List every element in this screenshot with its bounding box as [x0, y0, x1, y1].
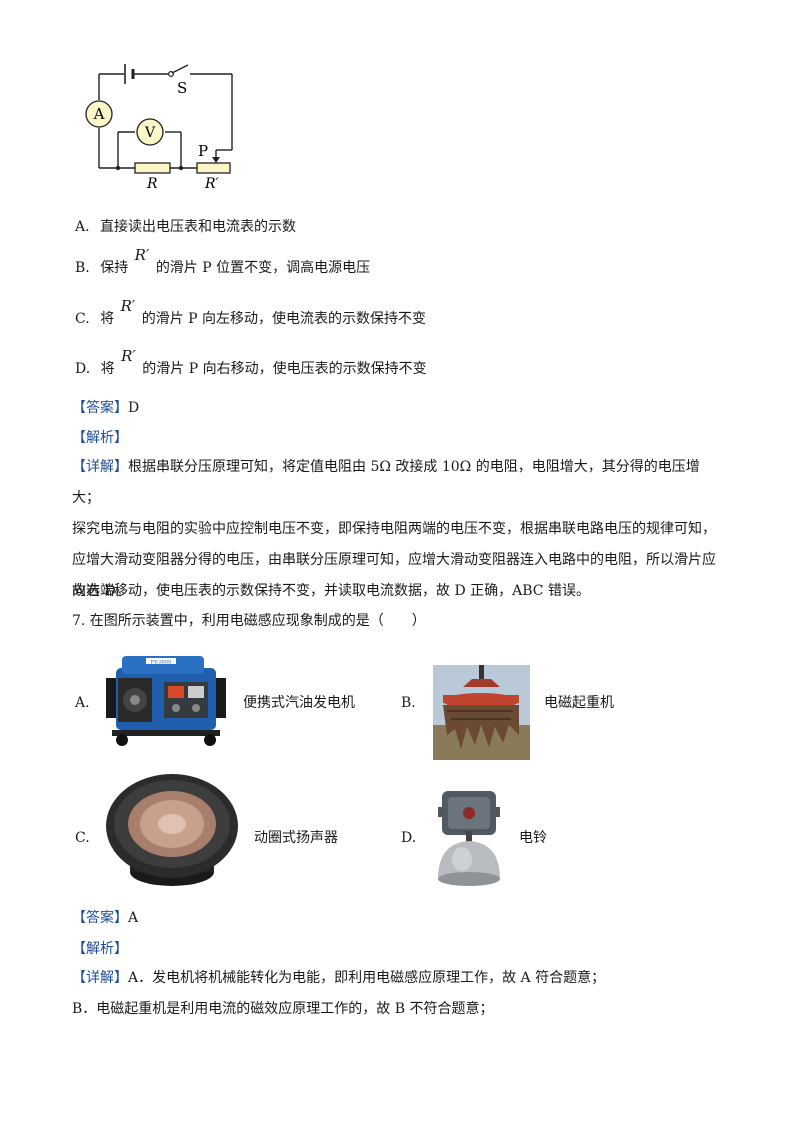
ammeter-label: A — [93, 105, 105, 123]
option-c[interactable]: C. 将 R′ 的滑片 P 向左移动，使电流表的示数保持不变 — [75, 297, 427, 327]
option-b[interactable]: B. 保持 R′ 的滑片 P 位置不变，调高电源电压 — [75, 246, 371, 276]
slider-arrow-icon — [212, 157, 220, 163]
resistor-label: R — [146, 176, 158, 192]
option-a-label: 便携式汽油发电机 — [243, 695, 355, 711]
option-d[interactable]: D. 将 R′ 的滑片 P 向右移动，使电压表的示数保持不变 — [75, 347, 427, 377]
rheostat-symbol: R′ — [120, 297, 136, 315]
switch-label: S — [177, 79, 187, 97]
voltmeter-label: V — [144, 125, 156, 141]
generator-icon: FY-3800 — [106, 656, 226, 746]
option-a[interactable]: A. 直接读出电压表和电流表的示数 — [75, 219, 297, 235]
rheostat-label: R′ — [204, 176, 220, 192]
svg-text:FY-3800: FY-3800 — [151, 660, 172, 666]
answer-line: 【答案】D — [72, 400, 140, 416]
electromagnet-crane-icon — [433, 665, 530, 760]
fixed-resistor — [134, 162, 171, 174]
voltmeter-icon: V — [136, 118, 164, 146]
option-b-label: 电磁起重机 — [544, 695, 614, 711]
circuit-diagram: S A V P R R′ — [85, 64, 233, 192]
battery-icon — [124, 64, 135, 84]
detail-paragraph: 【详解】A．发电机将机械能转化为电能，即利用电磁感应原理工作，故 A 符合题意；… — [72, 970, 606, 1017]
ammeter-icon: A — [85, 100, 113, 128]
option-c-letter[interactable]: C. — [75, 830, 90, 846]
switch-icon — [167, 64, 189, 78]
option-b-letter[interactable]: B. — [401, 695, 416, 711]
rheostat-symbol: R′ — [134, 246, 150, 264]
option-c-label: 动圈式扬声器 — [254, 830, 338, 846]
answer-line: 【答案】A — [72, 910, 139, 926]
speaker-icon — [106, 774, 238, 886]
option-a-letter[interactable]: A. — [75, 695, 90, 711]
detail-paragraph: 【详解】根据串联分压原理可知，将定值电阻由 5Ω 改接成 10Ω 的电阻，电阻增… — [72, 459, 716, 599]
analysis-tag: 【解析】 — [72, 941, 128, 957]
slider-label: P — [198, 142, 208, 160]
option-d-letter[interactable]: D. — [401, 830, 417, 846]
question-stem: 7. 在图所示装置中，利用电磁感应现象制成的是（ ） — [72, 613, 426, 629]
analysis-tag: 【解析】 — [72, 430, 128, 446]
rheostat-symbol: R′ — [121, 347, 136, 365]
bell-icon — [438, 791, 500, 886]
option-d-label: 电铃 — [519, 830, 547, 846]
rheostat — [196, 162, 231, 174]
conclusion: 故选 D。 — [72, 583, 130, 599]
